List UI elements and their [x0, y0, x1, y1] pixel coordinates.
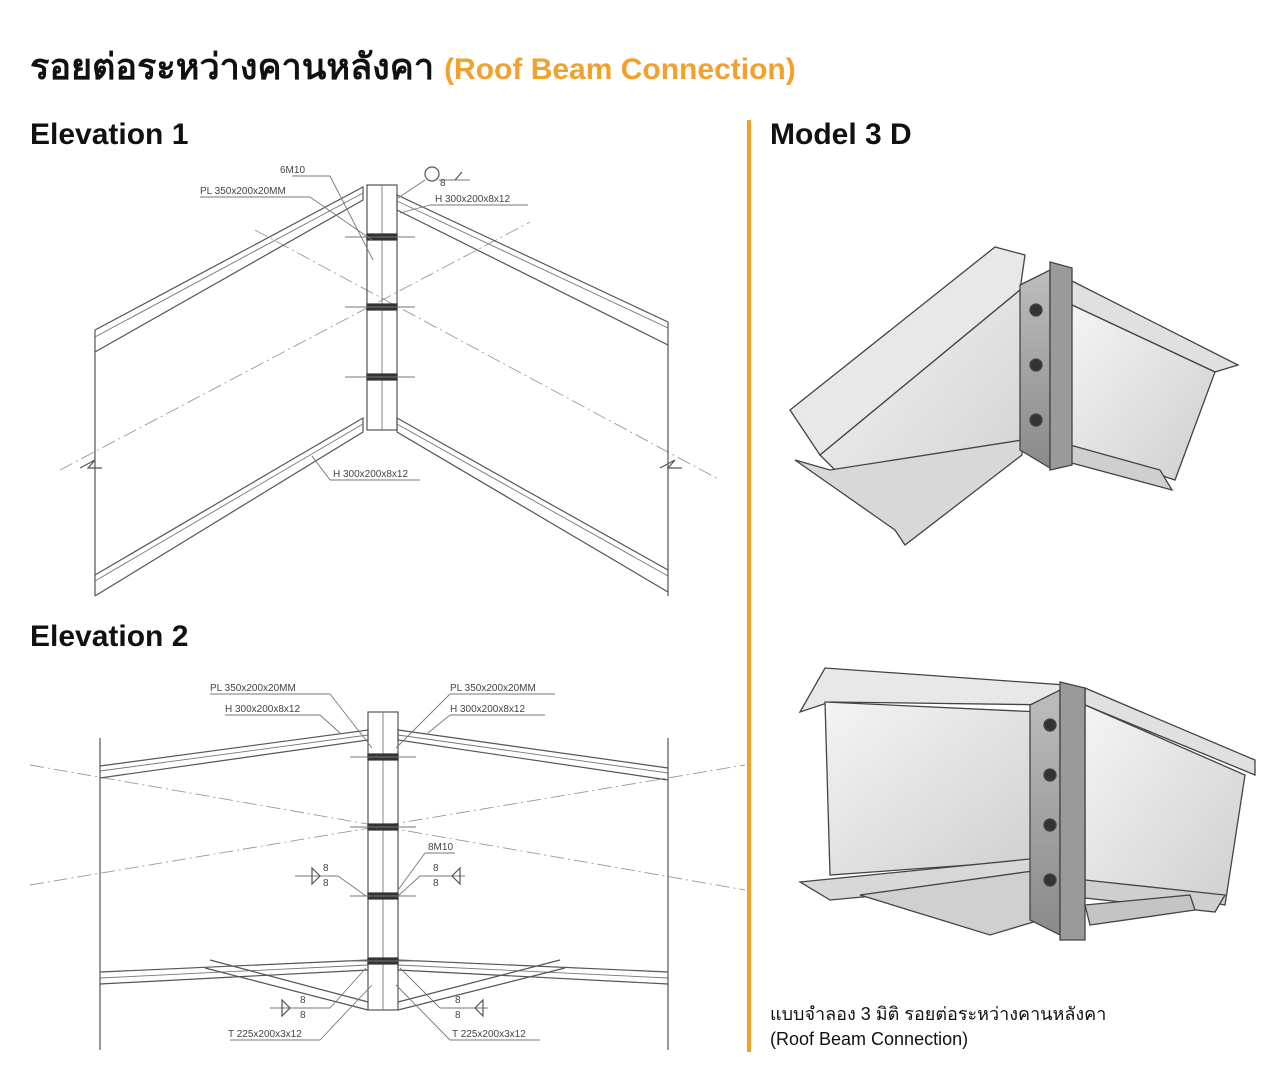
e2-label-plate-left: PL 350x200x20MM — [210, 683, 296, 694]
e1-label-bolts: 6M10 — [280, 165, 305, 176]
e1-label-beam-bottom: H 300x200x8x12 — [333, 469, 408, 480]
e1-label-weld: 8 — [440, 178, 446, 189]
svg-text:8: 8 — [323, 863, 329, 874]
e2-label-tee-left: T 225x200x3x12 — [228, 1029, 302, 1040]
e1-label-beam-top: H 300x200x8x12 — [435, 194, 510, 205]
model-3d-render-1 — [789, 246, 1240, 546]
model-3d-render-2 — [797, 667, 1256, 941]
e2-label-bolts: 8M10 — [428, 842, 453, 853]
model-caption: แบบจำลอง 3 มิติ รอยต่อระหว่างคานหลังคา (… — [770, 1002, 1106, 1052]
svg-text:8: 8 — [300, 995, 306, 1006]
svg-text:8: 8 — [300, 1010, 306, 1021]
page-title: รอยต่อระหว่างคานหลังคา (Roof Beam Connec… — [30, 38, 796, 95]
title-thai: รอยต่อระหว่างคานหลังคา — [30, 46, 435, 87]
section-elevation-1: Elevation 1 — [30, 118, 189, 151]
e2-label-beam-left: H 300x200x8x12 — [225, 704, 300, 715]
caption-line-1: แบบจำลอง 3 มิติ รอยต่อระหว่างคานหลังคา — [770, 1004, 1107, 1024]
svg-text:8: 8 — [455, 1010, 461, 1021]
section-model-3d: Model 3 D — [770, 118, 912, 151]
orange-divider — [747, 120, 751, 1052]
section-elevation-2: Elevation 2 — [30, 620, 189, 653]
svg-text:8: 8 — [455, 995, 461, 1006]
e2-label-weld: 8 — [433, 863, 439, 874]
e2-label-plate-right: PL 350x200x20MM — [450, 683, 536, 694]
svg-text:8: 8 — [433, 878, 439, 889]
caption-line-2: (Roof Beam Connection) — [770, 1029, 969, 1049]
e2-label-tee-right: T 225x200x3x12 — [452, 1029, 526, 1040]
title-english: (Roof Beam Connection) — [444, 53, 796, 86]
e1-label-plate: PL 350x200x20MM — [200, 186, 286, 197]
e2-label-beam-right: H 300x200x8x12 — [450, 704, 525, 715]
svg-text:8: 8 — [323, 878, 329, 889]
